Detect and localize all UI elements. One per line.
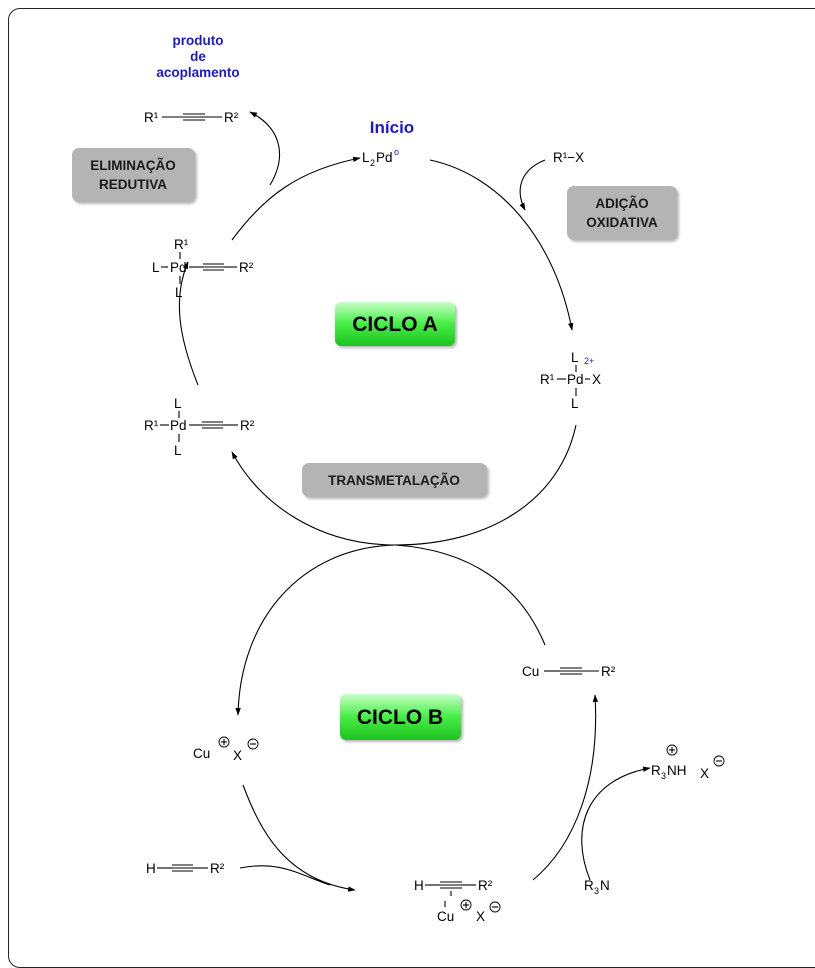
cycle-a-badge: CICLO A xyxy=(335,302,455,346)
svg-text:CICLO B: CICLO B xyxy=(357,706,443,729)
svg-text:Cu: Cu xyxy=(437,909,454,924)
svg-text:de: de xyxy=(190,49,206,64)
svg-text:X: X xyxy=(592,372,601,387)
oxidative-addition-box: ADIÇÃO OXIDATIVA xyxy=(567,186,677,240)
svg-text:Cu: Cu xyxy=(522,664,539,679)
coupling-product-label: produto de acoplamento xyxy=(156,33,239,80)
arc-cycle-b-left xyxy=(235,544,396,716)
svg-text:R²: R² xyxy=(240,418,255,433)
svg-text:TRANSMETALAÇÃO: TRANSMETALAÇÃO xyxy=(328,473,460,488)
svg-text:R¹: R¹ xyxy=(144,110,159,125)
svg-text:3: 3 xyxy=(661,771,666,781)
svg-text:R¹: R¹ xyxy=(540,372,555,387)
copper-pi-complex: H R² Cu X xyxy=(414,878,501,924)
svg-text:CICLO A: CICLO A xyxy=(352,313,438,336)
arrow-alkyne-entry xyxy=(239,865,331,886)
svg-text:L: L xyxy=(571,396,579,411)
svg-text:R²: R² xyxy=(478,878,493,893)
svg-text:R²: R² xyxy=(210,861,225,876)
svg-text:L: L xyxy=(362,150,370,165)
svg-text:2: 2 xyxy=(370,158,375,168)
arc-cycle-b-right xyxy=(532,694,599,881)
arrow-base-exchange xyxy=(581,766,651,881)
pd-pre-elimination-complex: R¹ L Pd R² L xyxy=(152,237,254,300)
svg-text:REDUTIVA: REDUTIVA xyxy=(99,177,167,192)
arrow-r1x-entry xyxy=(519,159,546,211)
svg-text:ADIÇÃO: ADIÇÃO xyxy=(595,196,648,211)
transmetalation-box: TRANSMETALAÇÃO xyxy=(302,463,487,497)
svg-text:Cu: Cu xyxy=(193,746,210,761)
svg-text:L: L xyxy=(175,285,183,300)
arc-transmetalation-to-isomer xyxy=(178,261,199,386)
svg-text:o: o xyxy=(394,147,399,157)
svg-text:Pd: Pd xyxy=(170,260,187,275)
svg-text:produto: produto xyxy=(173,33,224,48)
svg-text:OXIDATIVA: OXIDATIVA xyxy=(586,215,658,230)
svg-text:R: R xyxy=(584,878,594,893)
svg-text:X: X xyxy=(476,909,485,924)
copper-acetylide: Cu R² xyxy=(522,664,616,679)
svg-text:Pd: Pd xyxy=(567,372,584,387)
svg-text:3: 3 xyxy=(594,886,599,896)
svg-text:X: X xyxy=(233,748,242,763)
arrow-product-release xyxy=(249,111,281,186)
coupling-product: R¹ R² xyxy=(144,110,239,125)
svg-text:L: L xyxy=(174,443,182,458)
start-label: Início xyxy=(370,118,414,137)
copper-salt: Cu X xyxy=(193,736,259,763)
svg-text:H: H xyxy=(146,861,156,876)
svg-text:Pd: Pd xyxy=(170,418,187,433)
svg-text:R¹: R¹ xyxy=(174,237,189,252)
svg-text:ELIMINAÇÃO: ELIMINAÇÃO xyxy=(90,158,176,173)
svg-text:R¹: R¹ xyxy=(144,418,159,433)
svg-text:H: H xyxy=(414,878,424,893)
arc-pd0-to-oxidative-addition xyxy=(429,159,574,331)
pd-transmetalation-complex: L R¹ Pd R² L xyxy=(144,396,255,458)
svg-text:N: N xyxy=(600,878,610,893)
svg-text:2+: 2+ xyxy=(584,356,594,366)
svg-text:acoplamento: acoplamento xyxy=(156,65,239,80)
pd2-oxidative-complex: L 2+ R¹ Pd X L xyxy=(540,350,601,411)
svg-text:L: L xyxy=(571,350,579,365)
svg-text:R²: R² xyxy=(239,260,254,275)
amine-base: R 3 N xyxy=(584,878,610,896)
arc-cycle-b-bottom-left xyxy=(242,784,356,892)
cycle-b-badge: CICLO B xyxy=(340,694,461,740)
pd0-complex: L 2 Pd o xyxy=(362,147,399,168)
svg-text:X: X xyxy=(700,766,709,781)
svg-text:R²: R² xyxy=(601,664,616,679)
svg-text:NH: NH xyxy=(667,763,687,778)
svg-text:L: L xyxy=(174,396,182,411)
ammonium-salt: R 3 NH X xyxy=(651,744,725,781)
svg-text:Pd: Pd xyxy=(376,150,393,165)
arc-reductive-elimination-to-pd0 xyxy=(231,156,361,241)
svg-text:R²: R² xyxy=(224,110,239,125)
svg-text:L: L xyxy=(152,260,160,275)
reductive-elimination-box: ELIMINAÇÃO REDUTIVA xyxy=(72,148,195,202)
aryl-halide: R¹−X xyxy=(553,150,584,165)
arc-cycle-b-top-right xyxy=(394,544,546,646)
terminal-alkyne: H R² xyxy=(146,861,225,876)
svg-text:R: R xyxy=(651,763,661,778)
